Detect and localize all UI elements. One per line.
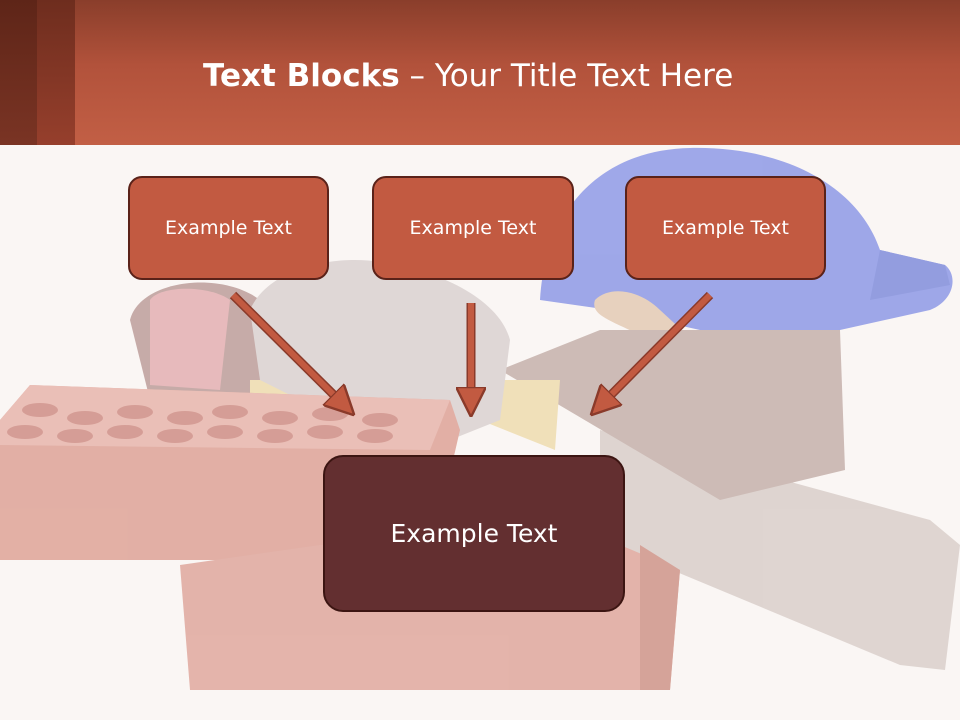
title-bold-part: Text Blocks: [203, 58, 400, 94]
slide-title[interactable]: Text Blocks – Your Title Text Here: [203, 56, 733, 96]
text-box-main[interactable]: Example Text: [323, 455, 625, 612]
title-separator: –: [409, 58, 426, 94]
text-box-label: Example Text: [390, 519, 558, 548]
text-box-label: Example Text: [662, 217, 789, 239]
text-box-label: Example Text: [165, 217, 292, 239]
header-accent-stripe: [37, 0, 75, 145]
title-text: Your Title Text Here: [434, 58, 734, 94]
text-box-top-left[interactable]: Example Text: [128, 176, 329, 280]
slide-header: [0, 0, 960, 145]
header-accent-stripe: [0, 0, 37, 145]
text-box-top-right[interactable]: Example Text: [625, 176, 826, 280]
text-box-label: Example Text: [409, 217, 537, 239]
text-box-top-center[interactable]: Example Text: [372, 176, 574, 280]
